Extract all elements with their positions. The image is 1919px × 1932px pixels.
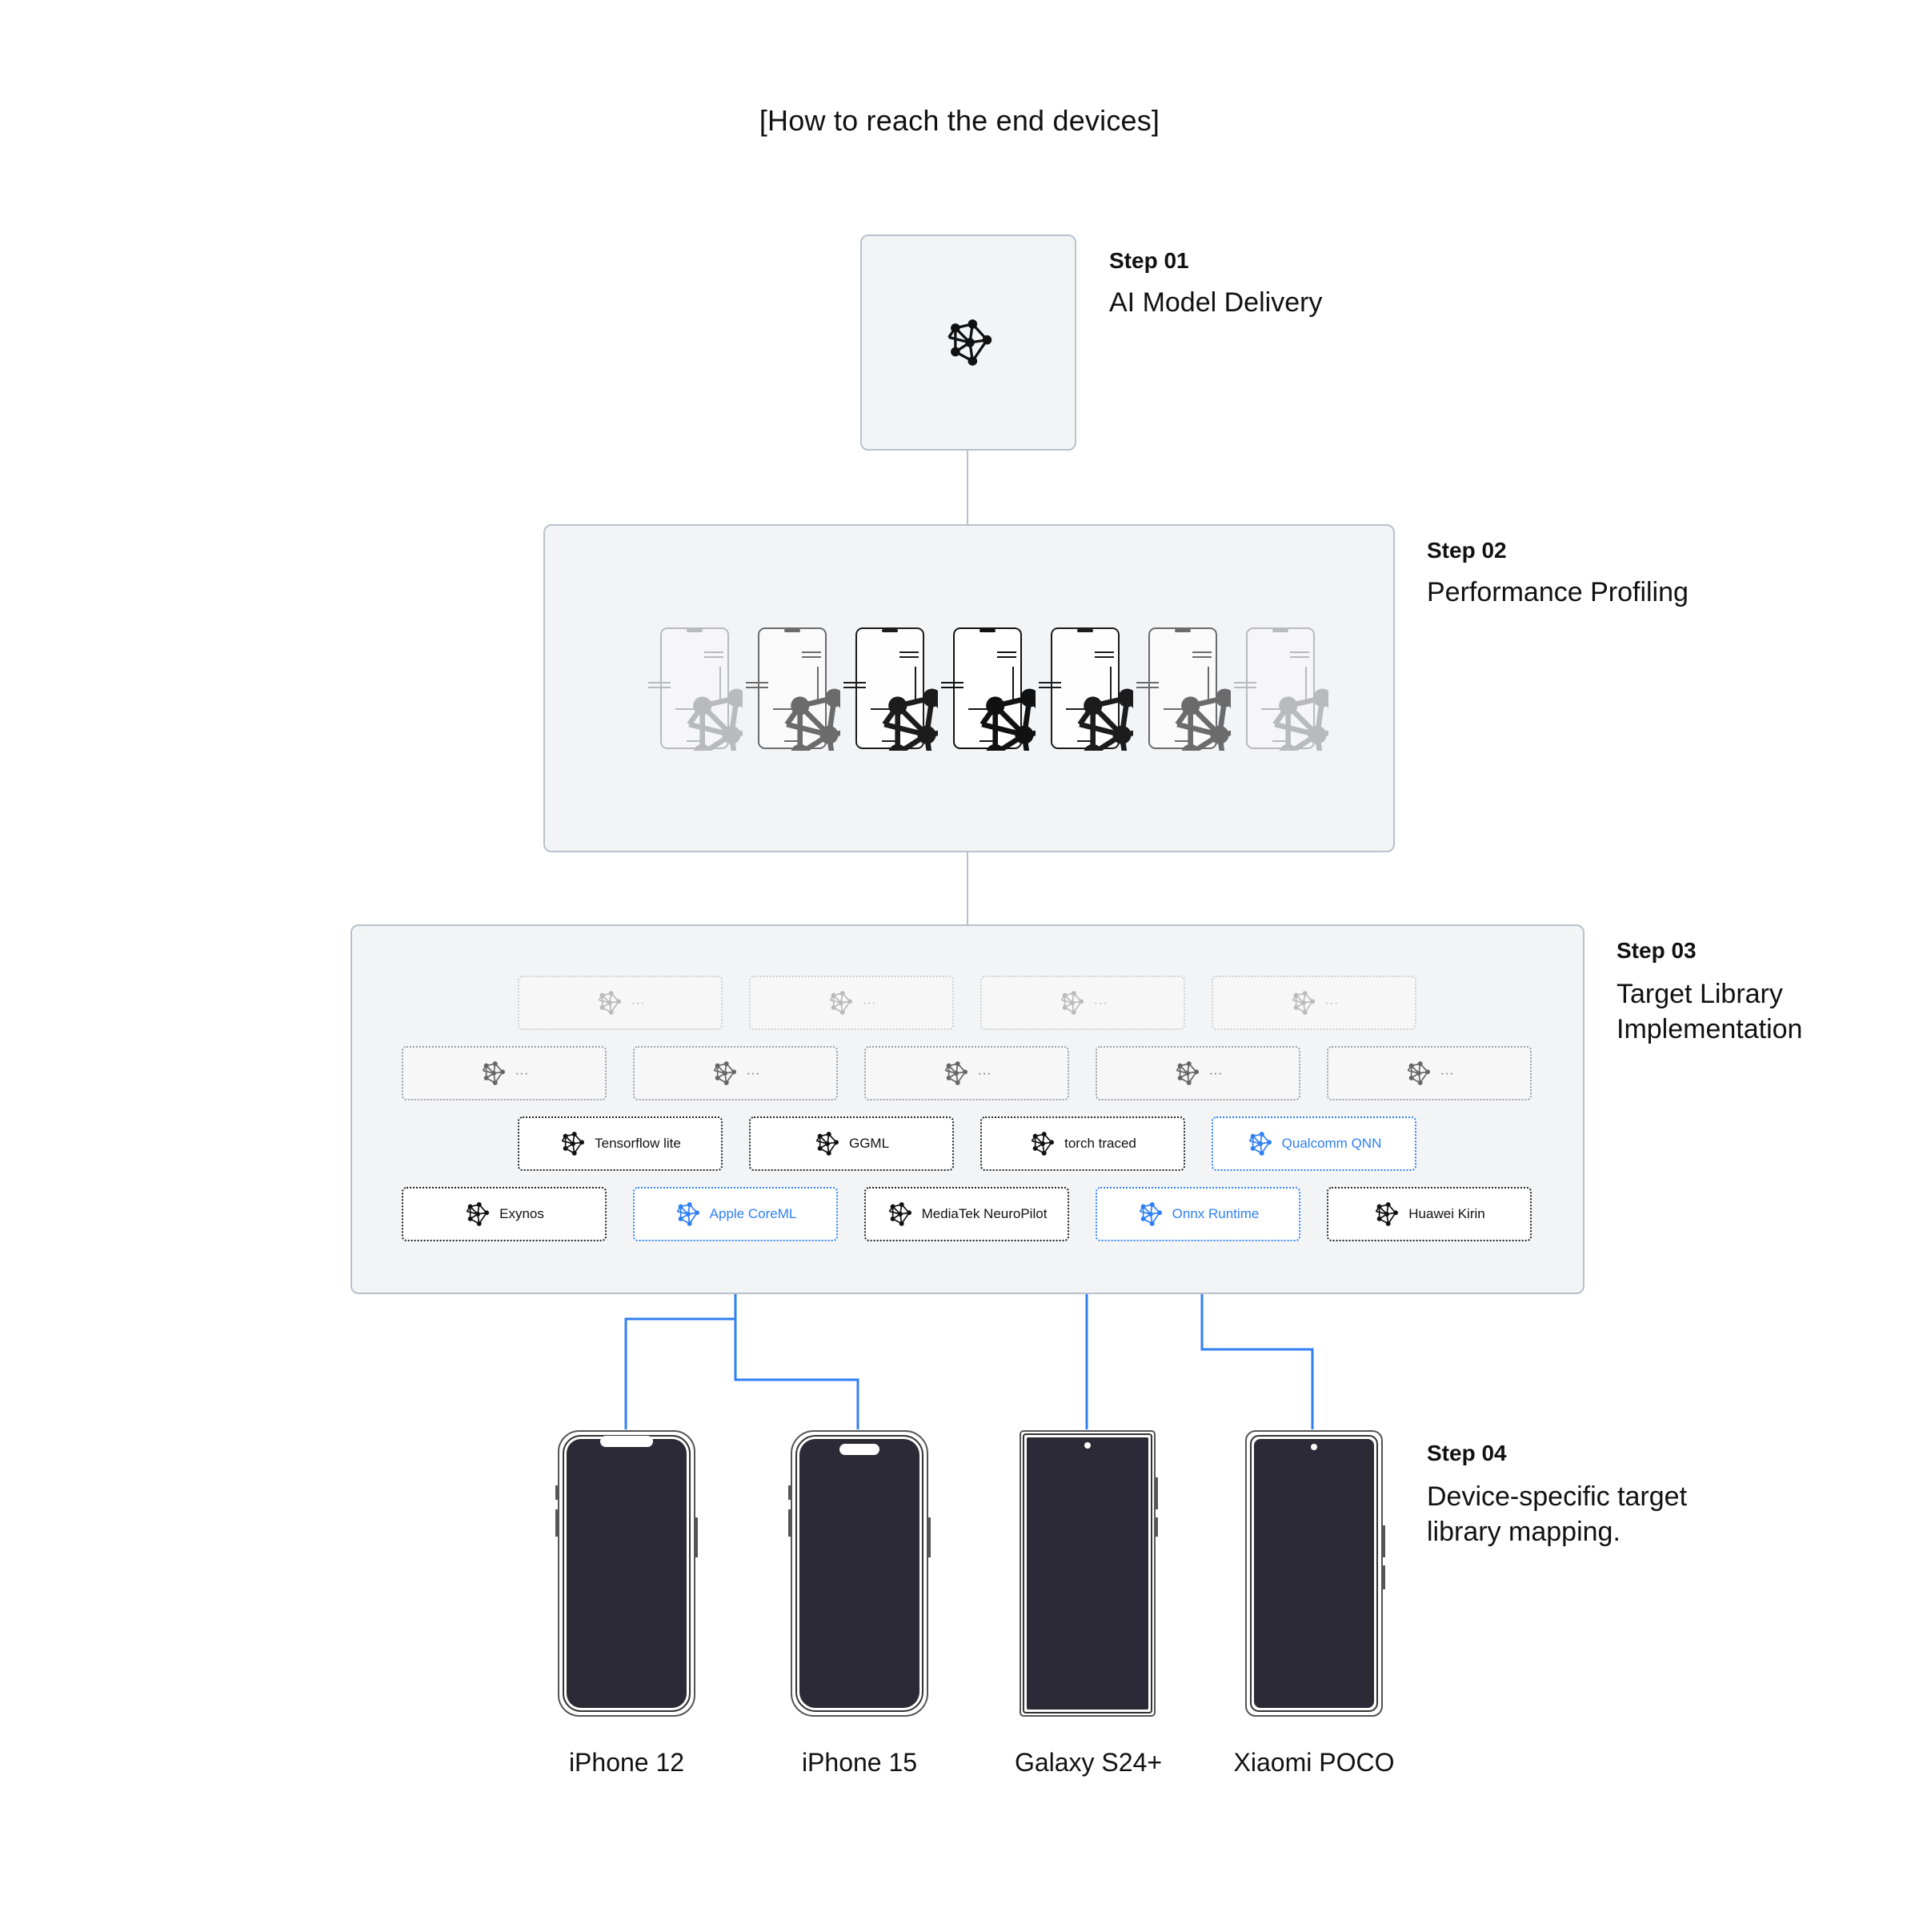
neural-network-icon (559, 1130, 587, 1157)
neural-network-icon (1373, 1200, 1400, 1228)
library-placeholder: ··· (980, 976, 1185, 1030)
library-placeholder: ··· (1096, 1046, 1300, 1100)
neural-network-icon (596, 989, 623, 1016)
device-iphone-15 (788, 1429, 931, 1719)
library-placeholder: ··· (749, 976, 954, 1030)
device-label-galaxy-s24-plus: Galaxy S24+ (1014, 1748, 1163, 1777)
library-placeholder: ··· (1212, 976, 1416, 1030)
library-torch-traced: torch traced (980, 1116, 1185, 1171)
neural-network-icon (1290, 989, 1317, 1016)
step3-name-line1: Target Library (1617, 979, 1783, 1009)
neural-network-icon (464, 1200, 491, 1228)
library-qualcomm-qnn: Qualcomm QNN (1212, 1116, 1416, 1171)
library-apple-coreml: Apple CoreML (633, 1187, 838, 1241)
device-galaxy-s24-plus (1017, 1429, 1160, 1719)
step2-label: Step 02 (1427, 538, 1507, 563)
library-huawei-kirin: Huawei Kirin (1327, 1187, 1532, 1241)
library-ggml: GGML (749, 1116, 954, 1171)
model-delivery-box (860, 234, 1076, 451)
library-placeholder: ··· (402, 1046, 607, 1100)
phone-profiling-icon (1037, 627, 1133, 755)
phone-profiling-icon (647, 627, 743, 755)
library-tensorflow-lite: Tensorflow lite (518, 1116, 723, 1171)
neural-network-icon (675, 1200, 702, 1228)
neural-network-icon (943, 1060, 970, 1087)
library-onnx-runtime: Onnx Runtime (1096, 1187, 1300, 1241)
neural-network-icon (1405, 1060, 1432, 1087)
library-placeholder: ··· (864, 1046, 1069, 1100)
neural-network-icon (814, 1130, 841, 1157)
step1-label: Step 01 (1109, 248, 1189, 273)
library-mediatek-neuropilot: MediaTek NeuroPilot (864, 1187, 1069, 1241)
diagram-title: [How to reach the end devices] (759, 104, 1160, 137)
neural-network-icon (1137, 1200, 1164, 1228)
step4-label: Step 04 (1427, 1441, 1507, 1465)
step4-name-line1: Device-specific target (1427, 1481, 1688, 1512)
neural-network-icon (711, 1060, 739, 1087)
library-placeholder: ··· (518, 976, 723, 1030)
phone-profiling-icon (1135, 627, 1231, 755)
step3-name-line2: Implementation (1617, 1014, 1803, 1044)
phone-profiling-icon (1232, 627, 1328, 755)
step2-name: Performance Profiling (1427, 577, 1689, 607)
step1-name: AI Model Delivery (1109, 287, 1323, 318)
device-label-xiaomi-poco: Xiaomi POCO (1233, 1748, 1395, 1777)
neural-network-icon (1247, 1130, 1274, 1157)
device-iphone-12 (555, 1429, 698, 1719)
neural-network-icon (827, 989, 855, 1016)
device-xiaomi-poco (1243, 1429, 1385, 1719)
phone-profiling-icon (744, 627, 840, 755)
device-label-iphone-12: iPhone 12 (568, 1748, 685, 1777)
library-exynos: Exynos (402, 1187, 607, 1241)
phone-profiling-icon (842, 627, 938, 755)
neural-network-icon (1174, 1060, 1201, 1087)
neural-network-icon (887, 1200, 914, 1228)
neural-network-icon (480, 1060, 507, 1087)
neural-network-icon (1059, 989, 1086, 1016)
neural-network-icon (1029, 1130, 1056, 1157)
neural-network-icon (943, 316, 996, 369)
phone-profiling-icon (939, 627, 1036, 755)
library-placeholder: ··· (633, 1046, 838, 1100)
step4-name-line2: library mapping. (1427, 1517, 1621, 1547)
device-label-iphone-15: iPhone 15 (801, 1748, 918, 1777)
step3-label: Step 03 (1617, 938, 1697, 963)
library-placeholder: ··· (1327, 1046, 1532, 1100)
profiling-phone-row (632, 627, 1320, 751)
